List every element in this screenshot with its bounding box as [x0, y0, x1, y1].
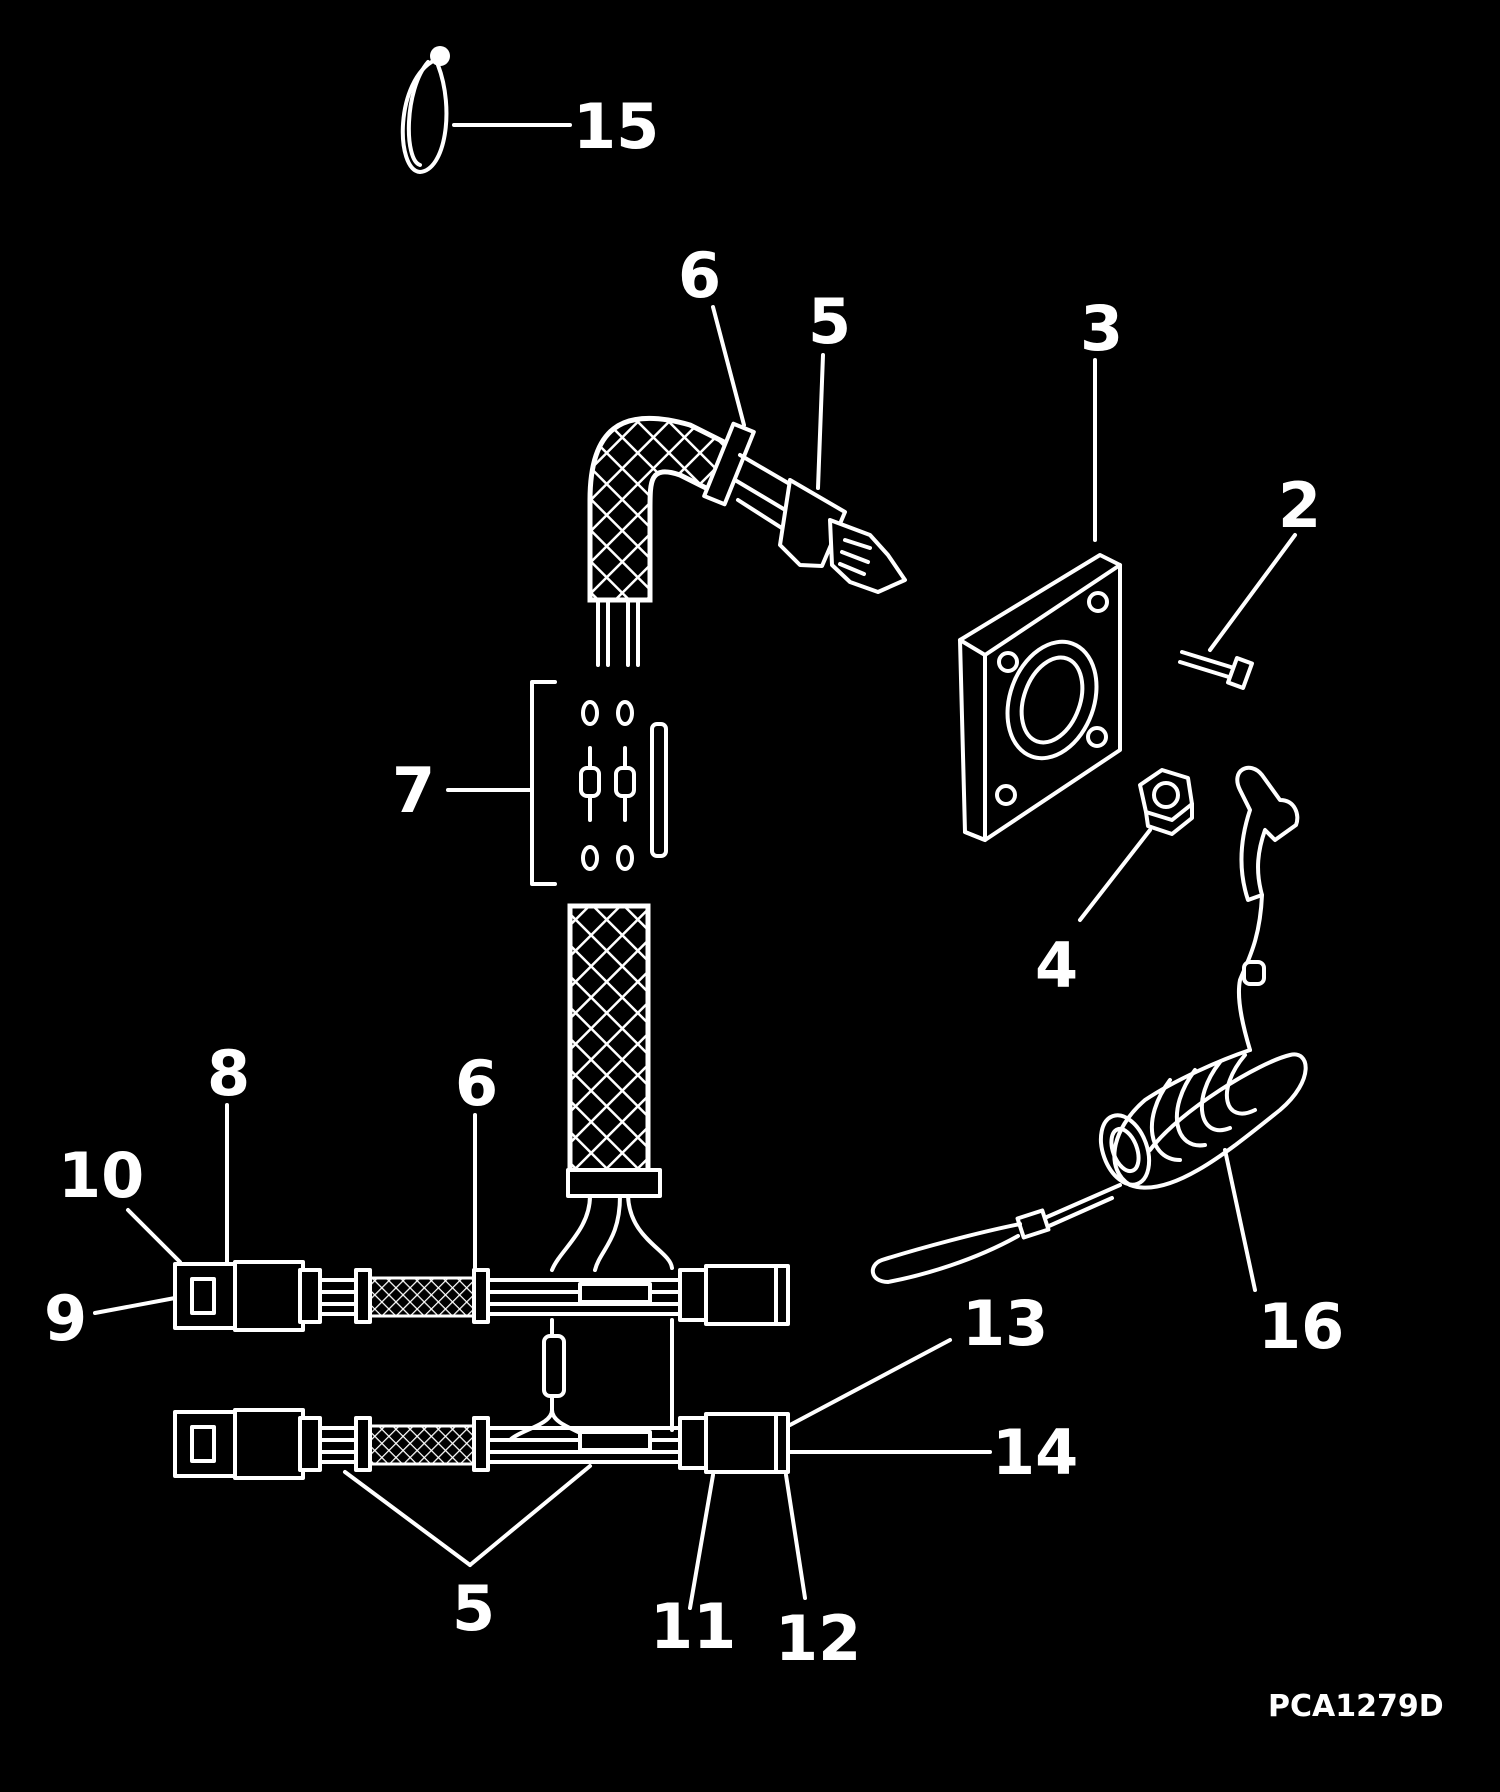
- nut-part: [1138, 768, 1194, 836]
- mounting-plate-part: [958, 553, 1122, 842]
- cable-tie-part: [400, 46, 450, 174]
- lanyard-part: [871, 765, 1308, 1284]
- callout-5-upper: 5: [808, 285, 851, 358]
- callout-7: 7: [392, 754, 435, 827]
- screw-part: [1178, 650, 1254, 690]
- callout-10: 10: [58, 1139, 144, 1212]
- sensor-harness-upper: [587, 415, 907, 667]
- callout-4: 4: [1035, 929, 1078, 1002]
- callout-12: 12: [775, 1602, 861, 1675]
- callout-2: 2: [1278, 469, 1321, 542]
- harness-trunk: [550, 903, 674, 1272]
- callout-6-upper: 6: [678, 239, 721, 312]
- callout-16: 16: [1258, 1290, 1344, 1363]
- callout-3: 3: [1080, 292, 1123, 365]
- callout-8: 8: [207, 1037, 250, 1110]
- leader-lines: [93, 123, 1297, 1610]
- figure-code: PCA1279D: [1268, 1689, 1444, 1724]
- callout-9: 9: [44, 1282, 87, 1355]
- callout-5-lower: 5: [452, 1572, 495, 1645]
- harness-branch-lower: [173, 1408, 790, 1480]
- harness-junction: [508, 1318, 674, 1442]
- callout-labels: 15 6 5 3 2 7 4 8 6 10 9 16 13 14 5 11 12…: [44, 90, 1444, 1724]
- callout-11: 11: [650, 1590, 736, 1663]
- callout-14: 14: [992, 1416, 1078, 1489]
- harness-branch-upper: [173, 1260, 790, 1332]
- terminal-kit-part: [530, 680, 668, 886]
- callout-15: 15: [573, 90, 659, 163]
- callout-13: 13: [962, 1287, 1048, 1360]
- callout-6-lower: 6: [455, 1047, 498, 1120]
